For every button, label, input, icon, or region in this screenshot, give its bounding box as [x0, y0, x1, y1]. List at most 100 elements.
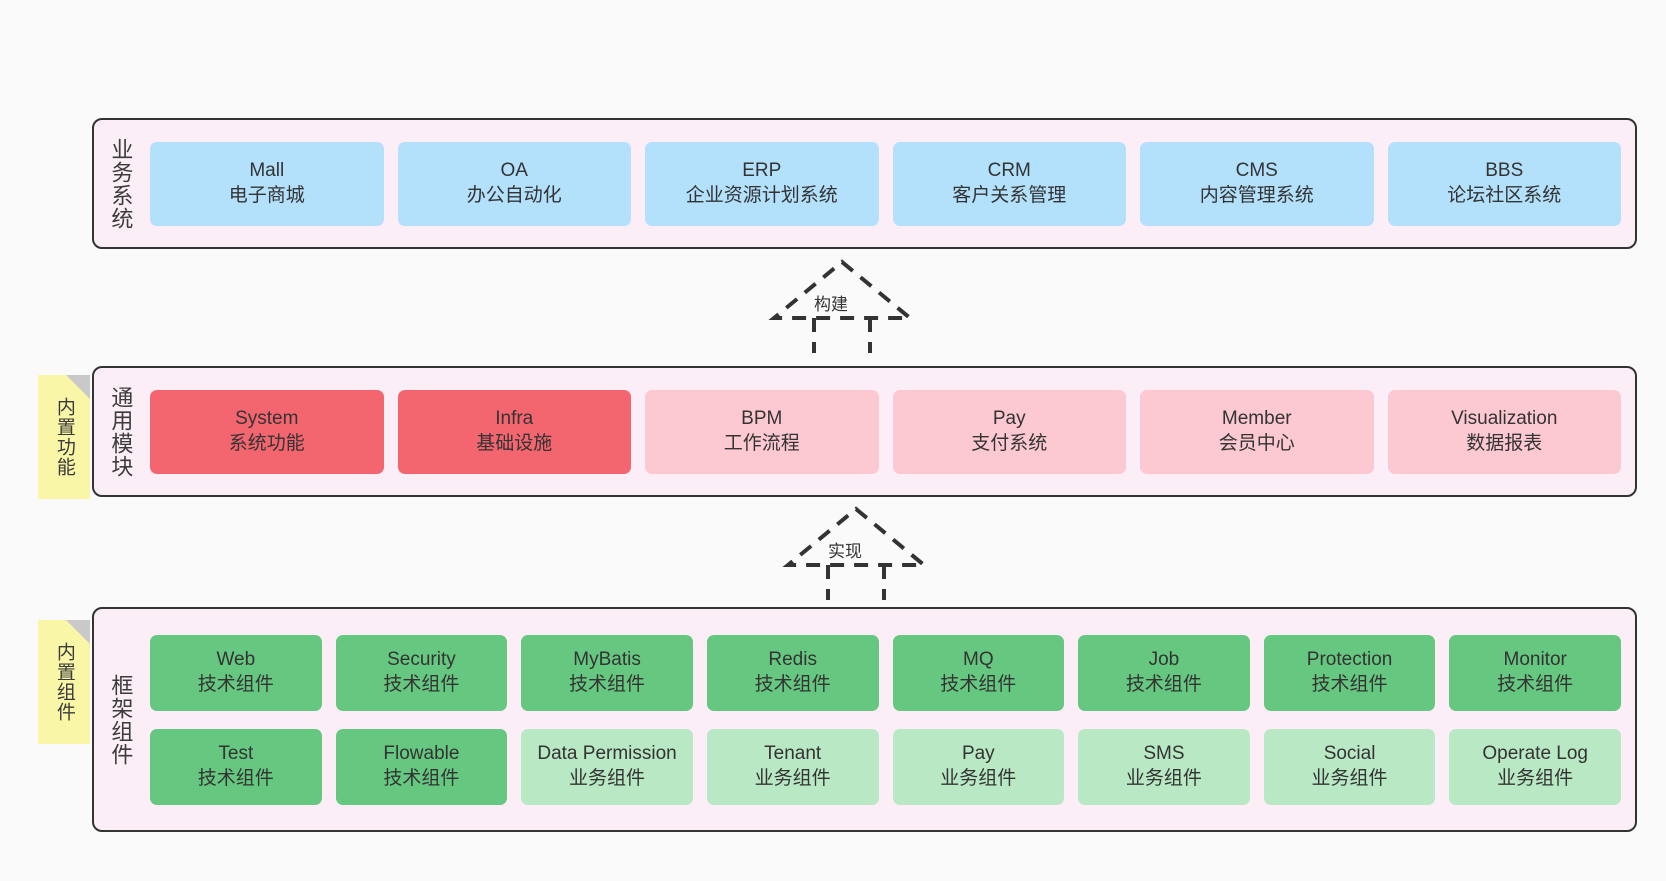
card-subtitle: 业务组件: [1311, 767, 1388, 789]
layer-business-systems-label: 业务系统: [108, 137, 134, 230]
connector-build: 构建: [762, 258, 922, 353]
card-subtitle: 内容管理系统: [1199, 184, 1314, 206]
card-title: BBS: [1485, 160, 1524, 182]
card-title: Infra: [495, 408, 534, 430]
sticky-fold-corner-icon: [66, 620, 90, 644]
card-title: CMS: [1235, 160, 1278, 182]
implement-arrow-head: [782, 506, 930, 567]
card-title: SMS: [1143, 743, 1185, 765]
card-title: Visualization: [1451, 408, 1558, 430]
card-title: Member: [1221, 408, 1292, 430]
card-title: Data Permission: [537, 743, 677, 765]
connector-implement-label: 实现: [828, 542, 862, 561]
card-subtitle: 业务组件: [754, 767, 831, 789]
card-subtitle: 工作流程: [723, 432, 800, 454]
card-title: Social: [1323, 743, 1376, 765]
card-subtitle: 支付系统: [971, 432, 1048, 454]
card-subtitle: 技术组件: [197, 673, 274, 695]
card-subtitle: 业务组件: [569, 767, 646, 789]
card-subtitle: 业务组件: [940, 767, 1017, 789]
card-title: ERP: [742, 160, 782, 182]
card-title: MQ: [963, 649, 994, 671]
card-title: Web: [216, 649, 256, 671]
card-title: Protection: [1306, 649, 1393, 671]
card-subtitle: 基础设施: [476, 432, 553, 454]
card-subtitle: 客户关系管理: [952, 184, 1067, 206]
build-arrow-stem: [812, 318, 872, 353]
build-arrow-head: [768, 259, 916, 320]
layer-common-modules-label: 通用模块: [108, 385, 134, 478]
card-title: Mall: [249, 160, 285, 182]
card-title: Flowable: [383, 743, 460, 765]
card-title: MyBatis: [573, 649, 641, 671]
card-subtitle: 技术组件: [1125, 673, 1202, 695]
card-subtitle: 数据报表: [1466, 432, 1543, 454]
card-subtitle: 企业资源计划系统: [685, 184, 838, 206]
sticky-note-builtin-features-label: 内置功能: [53, 397, 75, 477]
card-title: Monitor: [1503, 649, 1567, 671]
card-subtitle: 业务组件: [1125, 767, 1202, 789]
sticky-note-builtin-components-label: 内置组件: [53, 642, 75, 722]
implement-arrow-stem: [826, 565, 886, 600]
card-subtitle: 会员中心: [1218, 432, 1295, 454]
connector-implement: 实现: [776, 505, 936, 600]
card-title: Pay: [992, 408, 1026, 430]
card-title: Test: [218, 743, 254, 765]
card-subtitle: 技术组件: [940, 673, 1017, 695]
card-title: Operate Log: [1482, 743, 1588, 765]
layer-framework-components-label: 框架组件: [108, 673, 134, 766]
sticky-note-builtin-features: 内置功能: [38, 375, 90, 499]
card-subtitle: 业务组件: [1497, 767, 1574, 789]
connector-build-label: 构建: [814, 295, 848, 314]
card-title: System: [235, 408, 299, 430]
card-title: BPM: [741, 408, 783, 430]
card-title: Security: [387, 649, 456, 671]
card-subtitle: 技术组件: [383, 673, 460, 695]
card-title: OA: [500, 160, 528, 182]
card-subtitle: 技术组件: [754, 673, 831, 695]
card-subtitle: 技术组件: [569, 673, 646, 695]
card-title: CRM: [987, 160, 1031, 182]
card-title: Job: [1148, 649, 1180, 671]
card-subtitle: 技术组件: [197, 767, 274, 789]
card-subtitle: 系统功能: [228, 432, 305, 454]
